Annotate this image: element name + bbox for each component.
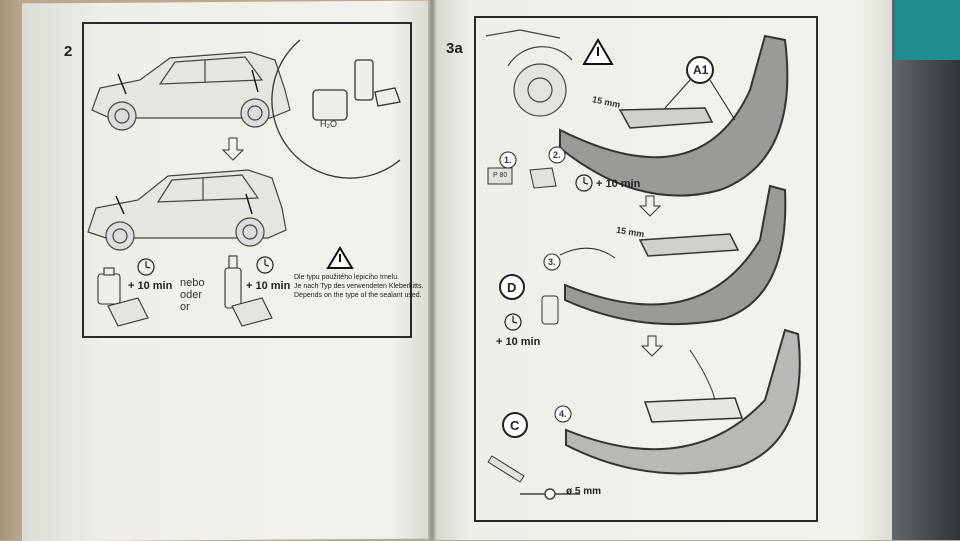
down-arrow-icon — [221, 137, 245, 161]
alt-word-de: oder — [180, 289, 203, 301]
warning-text-en: Depends on the type of the sealant used. — [294, 292, 422, 299]
desk-surface-right — [880, 0, 960, 540]
clock-icon-left-1 — [137, 258, 155, 276]
clock-icon-right-1 — [575, 174, 593, 192]
part-c-label: C — [510, 418, 520, 433]
part-d-circle — [499, 274, 525, 300]
step-number-3a: 3a — [446, 40, 463, 57]
cloth-icon — [231, 297, 273, 327]
hand-applying-sketch — [689, 349, 716, 401]
time-label-left-2: + 10 min — [246, 280, 291, 292]
step-number-2: 2 — [64, 43, 73, 60]
background-object — [895, 0, 960, 60]
left-instruction-frame — [82, 22, 412, 338]
alt-word-en: or — [180, 301, 190, 313]
water-label: H₂O — [320, 119, 337, 129]
activator-bottle-icon — [541, 295, 559, 325]
tape-strip-2 — [638, 233, 740, 257]
arrow-front-wheel — [117, 73, 127, 95]
wheel-arch-sketch — [485, 29, 573, 117]
substep-circle-3 — [543, 253, 561, 271]
wipe-icon-right — [529, 167, 557, 189]
cleaning-inset — [271, 39, 401, 179]
warning-text-cs: Dle typu použitého lepicího tmelu. — [294, 274, 400, 281]
substep-3-label: 3. — [548, 257, 556, 267]
time-label-right-1: + 10 min — [596, 178, 641, 190]
wheel-arch-trim-1 — [559, 34, 789, 197]
diameter-label: ø 5 mm — [566, 486, 602, 497]
sealant-tube-icon — [487, 455, 525, 483]
arrow-rear-arch — [245, 193, 253, 215]
clock-icon-left-2 — [256, 256, 274, 274]
substep-circle-4 — [554, 405, 572, 423]
leader-line-a1-b — [709, 79, 736, 121]
part-a1-label: A1 — [693, 63, 709, 77]
book-gutter — [428, 0, 436, 540]
warning-icon-left — [326, 246, 354, 269]
wheel-arch-trim-2 — [564, 184, 787, 326]
substep-1-label: 1. — [504, 155, 512, 165]
alt-word-cs: nebo — [180, 277, 205, 289]
substep-4-label: 4. — [559, 409, 567, 419]
warning-icon-right — [582, 38, 614, 65]
wipe-pad-icon — [107, 297, 149, 327]
leader-line-a1 — [664, 79, 691, 109]
primer-bottle-icon — [97, 267, 121, 305]
car-illustration-bottom — [87, 169, 287, 251]
hand-peeling-sketch — [559, 247, 616, 259]
arrow-rear-wheel — [251, 69, 259, 93]
part-c-circle — [502, 412, 528, 438]
substep-2-label: 2. — [553, 150, 561, 160]
sandpaper-label: P 80 — [493, 172, 508, 179]
glue-strip-3 — [643, 397, 744, 423]
clock-icon-right-2 — [504, 313, 522, 331]
part-d-label: D — [507, 280, 517, 295]
car-illustration-top — [91, 51, 291, 131]
wheel-arch-trim-3 — [565, 328, 801, 475]
arrow-front-arch — [115, 195, 125, 215]
bead-diameter-icon — [520, 488, 580, 500]
time-label-left-1: + 10 min — [128, 280, 173, 292]
part-a1-circle — [686, 56, 714, 84]
down-arrow-right-2 — [640, 335, 664, 357]
warning-text-de: Je nach Typ des verwendeten Kleberkitts. — [294, 283, 424, 290]
tape-strip-1 — [618, 107, 714, 129]
right-instruction-frame — [474, 16, 818, 522]
substep-circle-2 — [548, 146, 566, 164]
spray-bottle-icon — [224, 255, 242, 309]
time-label-right-2: + 10 min — [496, 336, 541, 348]
down-arrow-right-1 — [638, 195, 662, 217]
sandpaper-icon — [487, 167, 513, 185]
